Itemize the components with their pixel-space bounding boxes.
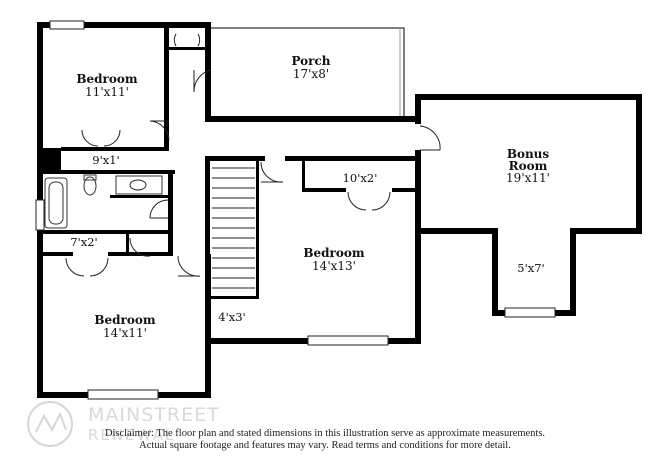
doors	[65, 33, 441, 277]
room-labels: Bedroom 11'x11' Porch 17'x8' Bonus Room …	[70, 54, 550, 340]
bedroom-bottom-left-size: 14'x11'	[103, 326, 147, 340]
bonus-room-name-1: Bonus	[507, 147, 550, 161]
bedroom-center-name: Bedroom	[303, 246, 364, 260]
bonus-nook-size: 5'x7'	[517, 261, 544, 275]
bedroom-top-left-size: 11'x11'	[85, 85, 129, 99]
bath-fixtures	[44, 174, 163, 229]
bedroom-top-left-name: Bedroom	[76, 72, 137, 86]
bonus-room-size: 19'x11'	[506, 171, 550, 185]
center-closet-size: 10'x2'	[343, 171, 378, 185]
hall-closet-size: 9'x1'	[92, 153, 119, 167]
stairs	[212, 167, 255, 289]
bedroom-center-size: 14'x13'	[312, 259, 356, 273]
porch-outline	[211, 27, 405, 116]
porch-name: Porch	[291, 54, 330, 68]
watermark-logo	[27, 401, 73, 447]
porch-size: 17'x8'	[293, 67, 329, 81]
disclaimer-line-1: Disclaimer: The floor plan and stated di…	[104, 428, 546, 439]
bonus-room-name-2: Room	[509, 159, 548, 173]
left-closet-size: 7'x2'	[70, 235, 97, 249]
stair-landing-size: 4'x3'	[218, 310, 245, 324]
bedroom-bottom-left-name: Bedroom	[94, 313, 155, 327]
interior-walls	[43, 28, 421, 299]
disclaimer-line-2: Actual square footage and features may v…	[139, 440, 511, 451]
watermark-brand-top: MAINSTREET	[88, 404, 220, 426]
windows	[35, 20, 556, 400]
watermark-brand-bottom: RENEWAL	[88, 426, 176, 444]
